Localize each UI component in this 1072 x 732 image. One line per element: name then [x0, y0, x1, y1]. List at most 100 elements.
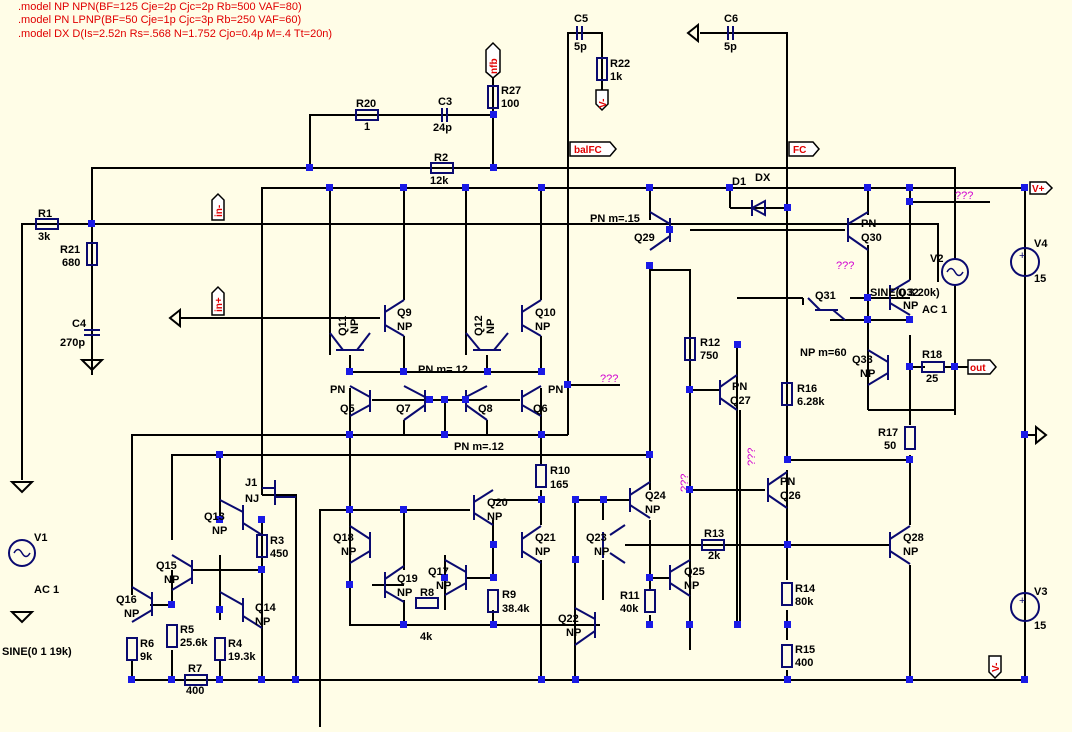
- junctions: [88, 111, 1028, 683]
- r3-value: 450: [270, 548, 288, 560]
- net-label-vplus: V+: [1032, 184, 1045, 195]
- q19-value: NP: [397, 587, 412, 599]
- q30-value: PN: [861, 218, 876, 230]
- q14-value: NP: [255, 616, 270, 628]
- r20-name: R20: [356, 98, 376, 110]
- q21-value: NP: [535, 546, 550, 558]
- c3-name: C3: [438, 96, 452, 108]
- unknown-marker-3: ???: [600, 373, 618, 385]
- unknown-marker-4: ???: [746, 448, 758, 466]
- j1-name: J1: [245, 477, 257, 489]
- r7-value: 400: [186, 685, 204, 697]
- q24-name: Q24: [645, 490, 667, 502]
- r14-name: R14: [795, 583, 816, 595]
- r2-value: 12k: [430, 175, 449, 187]
- q6-value: PN: [548, 384, 563, 396]
- q17-value: NP: [436, 580, 451, 592]
- r9-name: R9: [502, 589, 516, 601]
- v1-name: V1: [34, 532, 47, 544]
- q12-name: Q12: [473, 315, 485, 336]
- component-labels: R1 3k R2 12k R3 450 R4 19.3k R5 25.6k R6…: [2, 13, 1048, 697]
- r13-name: R13: [704, 528, 724, 540]
- q7q8-model: PN m=.12: [418, 364, 468, 376]
- q24-value: NP: [645, 504, 660, 516]
- v2-name: V2: [930, 253, 943, 265]
- r14-value: 80k: [795, 596, 814, 608]
- q29-value: PN m=.15: [590, 213, 640, 225]
- r5-name: R5: [180, 624, 194, 636]
- model-line-dx: .model DX D(Is=2.52n Rs=.568 N=1.752 Cjo…: [18, 28, 332, 40]
- svg-text:+: +: [1019, 595, 1025, 607]
- r17-value: 50: [884, 440, 896, 452]
- q12-value: NP: [485, 319, 497, 334]
- c6-value: 5p: [724, 41, 737, 53]
- q28-value: NP: [903, 546, 918, 558]
- q18-name: Q18: [333, 532, 354, 544]
- v4-name: V4: [1034, 238, 1048, 250]
- d1-value: DX: [755, 172, 771, 184]
- v4-value: 15: [1034, 273, 1046, 285]
- resistors: [35, 57, 945, 686]
- r17-name: R17: [878, 427, 898, 439]
- c4-value: 270p: [60, 337, 85, 349]
- q16-value: NP: [124, 608, 139, 620]
- v3-name: V3: [1034, 586, 1047, 598]
- q20-value: NP: [487, 511, 502, 523]
- q5q6-model: PN m=.12: [454, 441, 504, 453]
- model-line-np: .model NP NPN(BF=125 Cje=2p Cjc=2p Rb=50…: [18, 1, 302, 13]
- c5-value: 5p: [574, 41, 587, 53]
- q14-name: Q14: [255, 602, 277, 614]
- q22-value: NP: [566, 627, 581, 639]
- c6-name: C6: [724, 13, 738, 25]
- q33-name: Q33: [852, 354, 873, 366]
- q13-value: NP: [212, 525, 227, 537]
- unknown-marker-5: ???: [679, 474, 691, 492]
- r7-name: R7: [188, 663, 202, 675]
- q9-name: Q9: [397, 307, 412, 319]
- grounds: [9, 22, 1048, 624]
- q26-value: PN: [780, 476, 795, 488]
- r20-value: 1: [364, 121, 370, 133]
- q20-name: Q20: [487, 497, 508, 509]
- q31-value: NP m=60: [800, 347, 847, 359]
- q30-name: Q30: [861, 232, 882, 244]
- q17-name: Q17: [428, 566, 449, 578]
- q5-name: Q5: [340, 403, 355, 415]
- q7-name: Q7: [396, 403, 411, 415]
- net-label-fc: FC: [793, 145, 806, 156]
- r13-value: 2k: [708, 550, 721, 562]
- r11-name: R11: [620, 590, 640, 602]
- q32-value: NP: [903, 300, 918, 312]
- net-label-out: out: [970, 363, 986, 374]
- q15-value: NP: [164, 574, 179, 586]
- q10-name: Q10: [535, 307, 556, 319]
- q21-name: Q21: [535, 532, 556, 544]
- r15-value: 400: [795, 657, 813, 669]
- capacitors: [84, 26, 734, 336]
- voltage-sources: + +: [8, 247, 1040, 622]
- q18-value: NP: [341, 546, 356, 558]
- r21-value: 680: [62, 257, 80, 269]
- d1-name: D1: [732, 176, 746, 188]
- c4-name: C4: [72, 318, 87, 330]
- r10-name: R10: [550, 465, 570, 477]
- net-label-in-minus: in-: [214, 205, 225, 217]
- q22-name: Q22: [558, 613, 579, 625]
- net-label-vminus-bottom: V-: [991, 663, 1002, 672]
- r4-value: 19.3k: [228, 651, 256, 663]
- q32-name: Q32: [898, 287, 919, 299]
- q15-name: Q15: [156, 560, 177, 572]
- r6-value: 9k: [140, 651, 153, 663]
- r22-name: R22: [610, 58, 630, 70]
- net-label-in-plus: in+: [214, 297, 225, 312]
- r18-name: R18: [922, 349, 942, 361]
- q8-name: Q8: [478, 403, 493, 415]
- model-line-pn: .model PN LPNP(BF=50 Cje=1p Cjc=3p Rb=25…: [18, 14, 301, 26]
- c3-value: 24p: [433, 122, 452, 134]
- v2-value: SINE(0 3 20k): [870, 287, 940, 299]
- diode-d1: [749, 199, 766, 217]
- r8-value: 4k: [420, 631, 433, 643]
- q6-name: Q6: [533, 403, 548, 415]
